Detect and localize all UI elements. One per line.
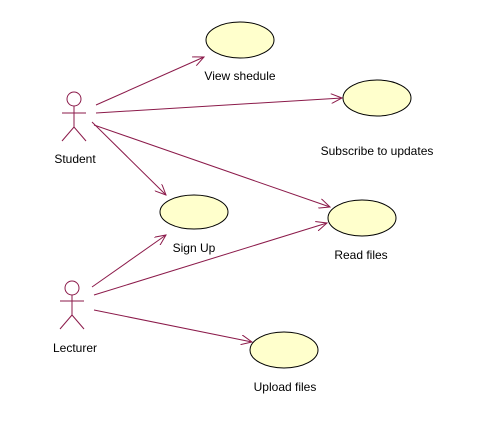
subscribe-label: Subscribe to updates (321, 144, 434, 158)
read-files-ellipse (327, 199, 397, 237)
usecase-view-schedule[interactable]: View shedule (204, 21, 276, 83)
upload-files-ellipse (249, 331, 319, 369)
student-label: Student (54, 152, 96, 166)
usecase-upload-files[interactable]: Upload files (249, 331, 319, 394)
association-student-to-read-files (93, 124, 330, 207)
associations (91, 57, 342, 342)
usecase-sign-up[interactable]: Sign Up (159, 194, 229, 255)
lecturer-label: Lecturer (53, 341, 97, 355)
read-files-label: Read files (334, 248, 387, 262)
actor-student[interactable]: Student (54, 91, 96, 166)
association-lecturer-to-read-files (93, 223, 327, 296)
sign-up-label: Sign Up (173, 241, 216, 255)
lecturer-figure (59, 280, 85, 330)
sign-up-ellipse (159, 194, 229, 230)
subscribe-ellipse (342, 79, 412, 117)
actor-lecturer[interactable]: Lecturer (53, 280, 97, 355)
association-student-to-view-schedule (95, 57, 204, 106)
student-figure (61, 91, 87, 142)
upload-files-label: Upload files (254, 380, 317, 394)
association-student-to-subscribe (95, 98, 342, 114)
usecase-read-files[interactable]: Read files (327, 199, 397, 262)
association-lecturer-to-upload-files (93, 309, 252, 342)
view-schedule-label: View shedule (204, 69, 275, 83)
view-schedule-ellipse (205, 21, 275, 59)
association-lecturer-to-sign-up (91, 235, 166, 288)
association-student-to-sign-up (91, 121, 166, 195)
usecase-subscribe[interactable]: Subscribe to updates (321, 79, 434, 158)
